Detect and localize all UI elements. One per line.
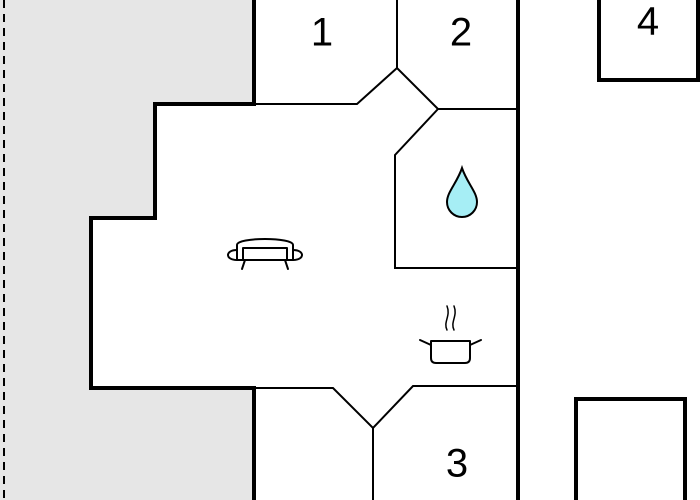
outer-wall	[89, 0, 256, 500]
wall-room-3	[254, 385, 518, 430]
room-3-label: 3	[446, 442, 468, 486]
wall-bathroom	[394, 108, 518, 269]
sofa-icon	[227, 238, 303, 270]
room-2-label: 2	[450, 11, 472, 55]
wall-room-1	[254, 66, 518, 110]
room-4-box	[597, 0, 700, 82]
cooking-pot-icon	[419, 305, 482, 364]
outbuilding-box	[574, 397, 687, 500]
exterior-area	[0, 0, 254, 500]
room-1-label: 1	[311, 11, 333, 55]
water-drop-icon	[445, 164, 479, 218]
room-4-label: 4	[637, 0, 659, 44]
